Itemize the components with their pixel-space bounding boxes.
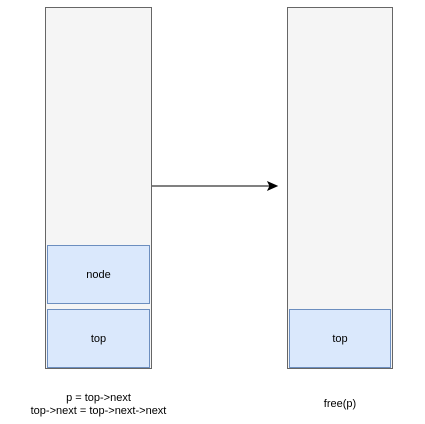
right-caption: free(p) [323,398,357,410]
left-caption: p = top->next top->next = top->next->nex… [0,392,197,418]
left-top-label: top [90,332,107,345]
left-caption-line-2: top->next = top->next->next [30,405,167,417]
arrow-head-icon [266,180,279,192]
left-caption-line-1: p = top->next [66,392,131,404]
left-top-cell: top [47,309,150,368]
right-stack-container [287,7,393,369]
right-top-cell: top [289,309,391,368]
left-node-label: node [86,268,111,281]
left-node-cell: node [47,245,150,304]
left-stack-container [45,7,152,369]
right-top-label: top [332,332,348,345]
